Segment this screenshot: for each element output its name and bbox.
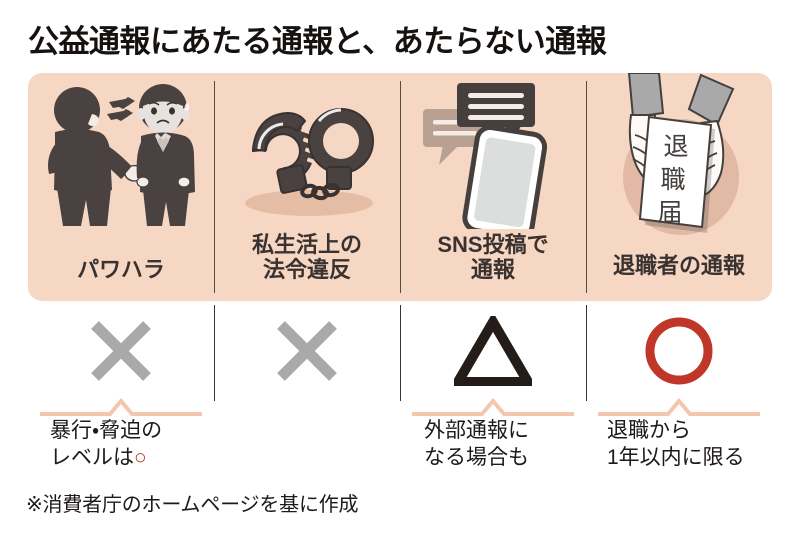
bracket-sns-post-report: [400, 398, 586, 420]
circle-mark-icon: [645, 317, 713, 385]
panel-label-private-life-legal-violation: 私生活上の 法令違反: [251, 231, 362, 283]
panel-retiree-report: 退 職 届 退職者の通報: [586, 73, 772, 301]
panel-sns-post-report: SNS投稿で 通報: [400, 73, 586, 301]
note-cell-power-harassment: 暴行・脅迫の レベルは○: [28, 418, 215, 480]
note-text-sns-post-report: 外部通報に なる場合も: [424, 419, 529, 469]
note-power-harassment: 暴行・脅迫の レベルは○: [50, 418, 215, 472]
hands-holding-resignation-letter-icon: 退 職 届: [586, 73, 772, 245]
note-cell-retiree-report: 退職から 1年以内に限る: [589, 418, 772, 480]
note-cell-sns-post-report: 外部通報に なる場合も: [402, 418, 589, 480]
panel-label-retiree-report: 退職者の通報: [612, 253, 745, 279]
svg-text:届: 届: [657, 200, 682, 227]
panel-label-sns-post-report: SNS投稿で 通報: [437, 231, 549, 283]
panel-power-harassment: パワハラ: [28, 73, 214, 301]
bracket-power-harassment: [28, 398, 214, 420]
smartphone-speech-bubbles-icon: [400, 77, 586, 229]
note-retiree-report: 退職から 1年以内に限る: [607, 418, 772, 472]
page-title: 公益通報にあたる通報と、あたらない通報: [28, 24, 607, 59]
note-text-power-harassment: 暴行・脅迫の レベルは: [50, 419, 163, 469]
cross-mark-icon: [277, 321, 337, 381]
handcuffs-icon: [214, 77, 400, 229]
source-note: ※消費者庁のホームページを基に作成: [26, 494, 359, 516]
category-panel-strip: パワハラ: [28, 73, 772, 301]
verdict-sns-post-report: [400, 303, 586, 401]
note-circle-mark-power-harassment: ○: [134, 445, 147, 469]
note-text-retiree-report: 退職から 1年以内に限る: [607, 419, 745, 469]
verdict-retiree-report: [586, 303, 772, 401]
bracket-retiree-report: [586, 398, 772, 420]
verdict-power-harassment: [28, 303, 214, 399]
triangle-mark-icon: [454, 316, 532, 386]
note-sns-post-report: 外部通報に なる場合も: [424, 418, 589, 472]
svg-text:退: 退: [663, 134, 688, 161]
note-cell-private-life-legal-violation: [215, 418, 402, 480]
cross-mark-icon: [91, 321, 151, 381]
panel-label-power-harassment: パワハラ: [77, 257, 165, 283]
verdict-private-life-legal-violation: [214, 303, 400, 401]
panel-private-life-legal-violation: 私生活上の 法令違反: [214, 73, 400, 301]
two-businessmen-scolding-icon: [28, 77, 214, 229]
bracket-connector-row: [28, 398, 772, 420]
svg-text:職: 職: [660, 166, 685, 194]
note-row: 暴行・脅迫の レベルは○ 外部通報に なる場合も 退職から 1年以内に限る: [28, 418, 772, 480]
verdict-symbol-row: [28, 303, 772, 401]
